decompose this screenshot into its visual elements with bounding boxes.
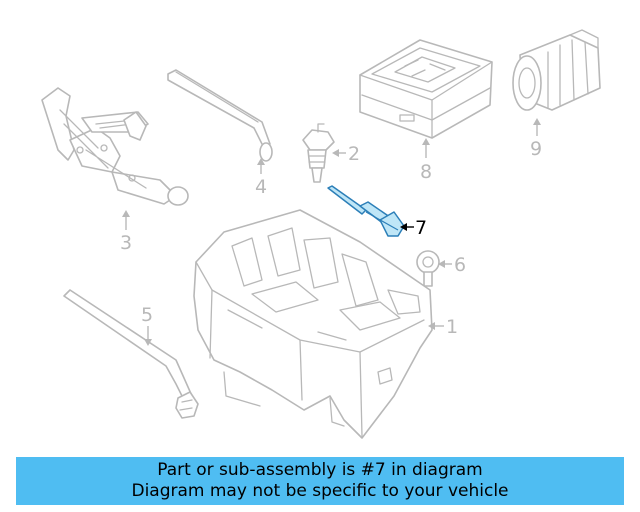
callout-1-label: 1 [446,316,458,338]
part-7-highlighted-tool [327,185,405,237]
callout-5-label: 5 [141,304,153,326]
part-5-wheel-wrench [63,289,199,419]
part-2-valve [302,123,335,183]
parts-diagram: 1 2 3 4 5 6 7 8 9 [41,29,601,439]
callout-3-label: 3 [120,232,132,254]
part-9-compressor [512,29,601,111]
callout-8: 8 [420,138,432,183]
callout-5: 5 [141,304,153,346]
callout-2-label: 2 [348,143,360,165]
part-3-scissor-jack [41,87,189,206]
callout-7-label: 7 [415,217,427,239]
part-4-jack-handle [167,69,273,162]
banner-line-2: Diagram may not be specific to your vehi… [131,481,509,501]
callout-2: 2 [332,143,360,165]
callout-6-label: 6 [454,254,466,276]
callout-6: 6 [438,254,466,276]
part-8-tool-tray [359,39,493,139]
callout-3: 3 [120,210,132,254]
callout-7: 7 [400,217,427,239]
callout-4-label: 4 [255,176,267,198]
callout-9: 9 [530,118,542,160]
callout-4: 4 [255,158,267,198]
callout-1: 1 [428,316,458,338]
info-banner: Part or sub-assembly is #7 in diagram Di… [16,457,624,505]
part-6-ring [416,250,440,287]
banner-line-1: Part or sub-assembly is #7 in diagram [157,460,483,480]
callout-9-label: 9 [530,138,542,160]
callout-8-label: 8 [420,161,432,183]
part-1-storage-tray [193,209,433,439]
